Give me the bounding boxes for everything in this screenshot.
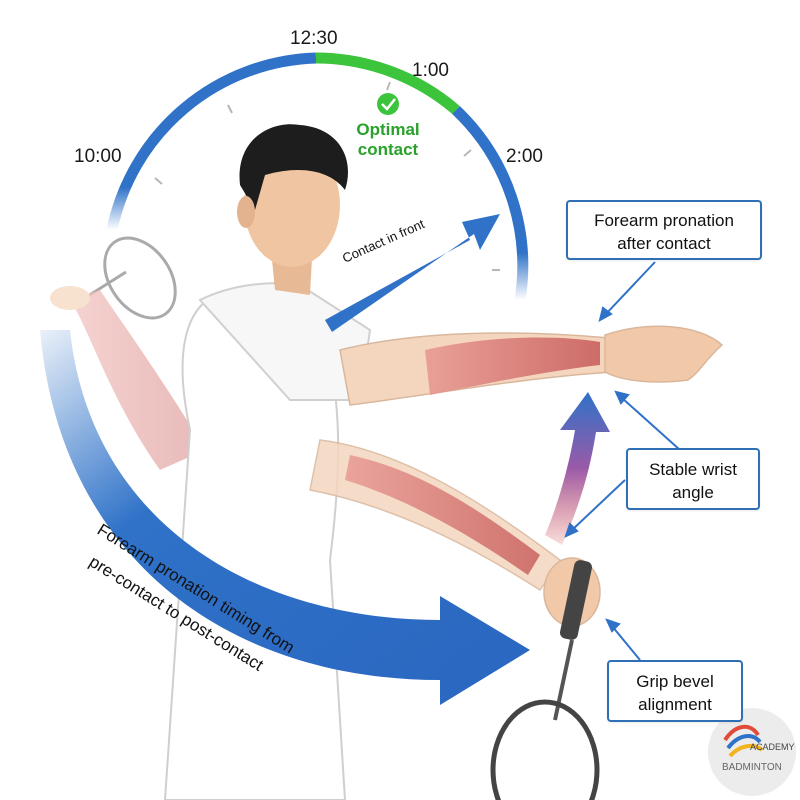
callout-grip-bevel: Grip bevel alignment — [607, 660, 743, 722]
callout-stable-wrist: Stable wrist angle — [626, 448, 760, 510]
clock-label-1000: 10:00 — [74, 146, 122, 167]
callout-leaders — [564, 261, 681, 661]
logo-text-badminton: BADMINTON — [722, 762, 782, 773]
racket — [490, 560, 600, 800]
optimal-contact-label: Optimal contact — [346, 120, 430, 160]
logo-text-academy: ACADEMY — [750, 742, 795, 752]
callout-grip-line-1: Grip bevel — [636, 672, 714, 691]
wrist-up-arrow — [545, 392, 610, 545]
callout-pronation-line-1: Forearm pronation — [594, 211, 734, 230]
callout-wrist-line-1: Stable wrist — [649, 460, 737, 479]
extended-arm — [339, 325, 724, 406]
backswing-arm — [50, 236, 205, 470]
clock-label-100: 1:00 — [412, 60, 449, 81]
callout-grip-line-2: alignment — [638, 695, 712, 714]
clock-arc — [106, 52, 529, 301]
optimal-line-2: contact — [357, 140, 419, 159]
player-body — [163, 282, 372, 800]
academy-logo-mark — [708, 708, 796, 796]
check-icon — [377, 93, 399, 115]
pronation-timing-arrow — [40, 330, 530, 705]
clock-label-1230: 12:30 — [290, 28, 338, 49]
callout-pronation-line-2: after contact — [617, 234, 711, 253]
contact-in-front-arrow — [325, 214, 500, 332]
callout-forearm-pronation: Forearm pronation after contact — [566, 200, 762, 260]
callout-wrist-line-2: angle — [672, 483, 714, 502]
clock-label-200: 2:00 — [506, 146, 543, 167]
optimal-line-1: Optimal — [356, 120, 420, 139]
player-head — [237, 124, 348, 295]
